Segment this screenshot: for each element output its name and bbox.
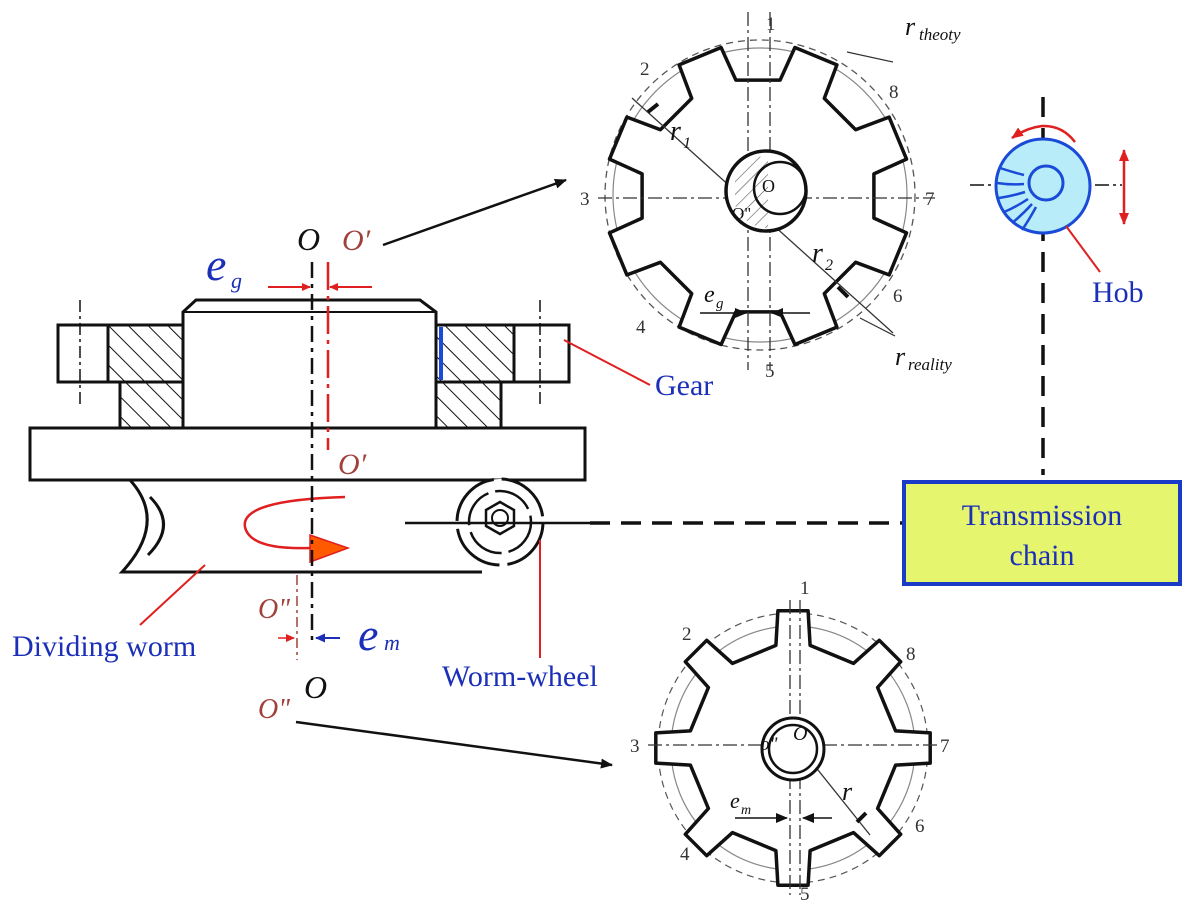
top-gear-num-2: 2	[640, 59, 650, 80]
spacer-left	[118, 380, 185, 430]
bottom-gear-num-1: 1	[800, 578, 810, 599]
label-r2: r	[812, 238, 823, 269]
label-gear: Gear	[655, 369, 713, 402]
top-gear-num-5: 5	[765, 361, 775, 382]
label-r-theory-sub: theoty	[919, 25, 961, 44]
transmission-chain-box: Transmission chain	[902, 480, 1182, 586]
bottom-gear-num-8: 8	[906, 644, 916, 665]
label-em-sub: m	[384, 630, 400, 655]
label-hob: Hob	[1092, 276, 1144, 309]
bottom-gear-num-2: 2	[682, 624, 692, 645]
label-eg-sub: g	[231, 268, 242, 293]
spacer-right	[434, 380, 503, 430]
hob-teeth	[996, 166, 1038, 231]
dividing-worm-body	[118, 478, 482, 574]
hob-rotation-arrow	[1011, 124, 1076, 143]
top-gear-num-7: 7	[925, 189, 935, 210]
label-gear-top-eg: e	[704, 282, 715, 308]
label-o-double-prime-1: O"	[258, 594, 290, 625]
label-gear-top-eg-sub: g	[716, 296, 724, 312]
label-gear-top-center-o: O	[762, 176, 775, 196]
arrow-to-bottom-gear	[295, 720, 613, 769]
gear-hatch-left	[106, 323, 185, 384]
top-gear-num-6: 6	[893, 286, 903, 307]
rotation-arrow	[243, 495, 346, 550]
arrow-to-top-gear	[382, 178, 567, 247]
gear-bottom-view: e m r O o" 1 2 3 4 5 6 7 8	[630, 578, 950, 905]
label-o-prime-top: O′	[342, 224, 371, 257]
top-gear-num-3: 3	[580, 189, 590, 210]
top-gear-num-4: 4	[636, 317, 646, 338]
worm-wheel-symbol	[405, 477, 590, 567]
label-transmission-1: Transmission	[962, 499, 1123, 532]
hob: Hob	[970, 97, 1144, 475]
top-gear-num-1: 1	[766, 14, 776, 35]
bottom-gear-num-6: 6	[915, 816, 925, 837]
label-r2-sub: 2	[825, 257, 833, 274]
label-o-top: O	[297, 221, 320, 257]
label-gear-top-center-o2: O"	[732, 204, 751, 223]
worktable	[28, 426, 587, 482]
bottom-gear-num-3: 3	[630, 736, 640, 757]
label-o-bottom: O	[304, 669, 327, 705]
bottom-gear-num-7: 7	[940, 736, 950, 757]
label-gear-bottom-r: r	[842, 777, 853, 806]
label-o-prime-low: O′	[338, 448, 367, 481]
label-r-reality-sub: reality	[908, 355, 952, 374]
gear-top-view: r theoty r reality r 1 r 2 e g O O" 1 2 …	[580, 12, 961, 382]
bottom-gear-num-4: 4	[680, 844, 690, 865]
label-r-reality: r	[895, 342, 906, 371]
label-r1: r	[670, 116, 681, 147]
gear-hatch-right	[434, 323, 516, 384]
label-gear-bottom-em: e	[730, 788, 740, 813]
label-o-double-prime-2: O"	[258, 694, 290, 725]
rotation-arrowhead	[309, 533, 351, 564]
label-gear-bottom-center-o: O	[793, 723, 807, 745]
assembly-section: O O′ e g O′ O" e m O O" Gear Dividing wo…	[12, 178, 902, 769]
hob-bore	[1027, 164, 1065, 202]
bottom-gear-num-5: 5	[800, 884, 810, 905]
label-r-theory: r	[905, 12, 916, 41]
gear-hub	[181, 298, 438, 428]
label-gear-bottom-center-o2: o"	[760, 734, 779, 755]
label-dividing-worm: Dividing worm	[12, 630, 196, 663]
label-em: e	[358, 609, 378, 660]
top-gear-num-8: 8	[889, 82, 899, 103]
label-eg: e	[206, 239, 226, 290]
label-r1-sub: 1	[683, 135, 691, 152]
label-transmission-2: chain	[1010, 539, 1075, 572]
label-worm-wheel: Worm-wheel	[442, 660, 598, 693]
label-gear-bottom-em-sub: m	[741, 803, 751, 818]
